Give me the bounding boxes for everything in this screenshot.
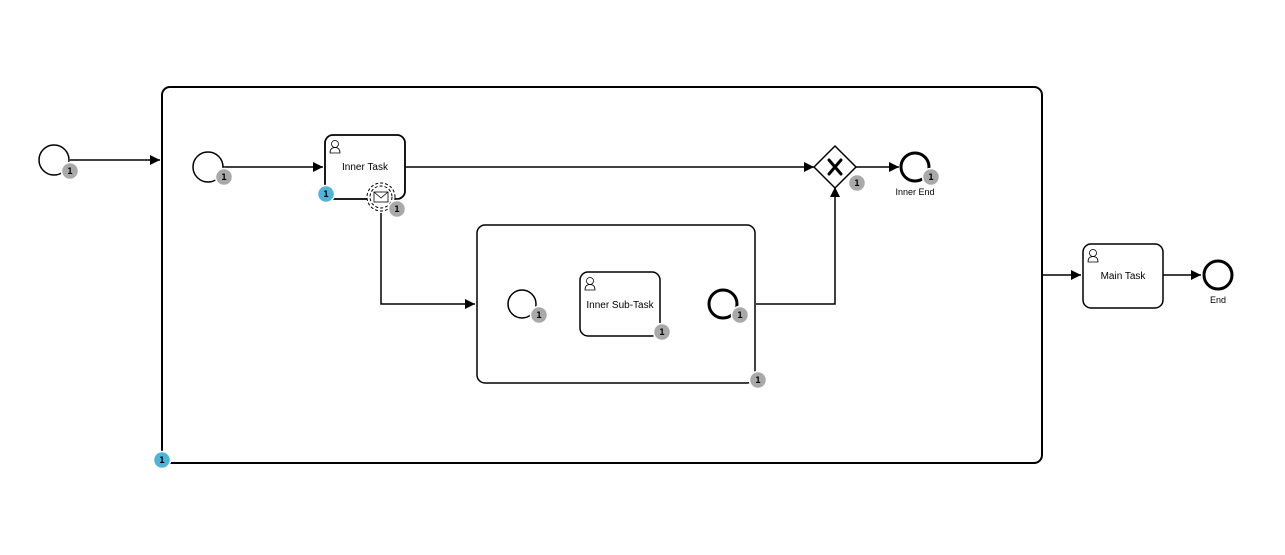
svg-text:1: 1 bbox=[536, 311, 541, 321]
envelope-icon bbox=[373, 191, 389, 203]
badge-inner-sub-task: 1 bbox=[652, 322, 672, 342]
inner-sub-task-label: Inner Sub-Task bbox=[586, 300, 654, 311]
sub-end-event[interactable] bbox=[707, 288, 739, 320]
badge-inner-end-event: 1 bbox=[921, 167, 941, 187]
svg-text:1: 1 bbox=[159, 456, 164, 466]
svg-text:1: 1 bbox=[67, 167, 72, 177]
badge-sub-process: 1 bbox=[748, 370, 768, 390]
inner-sub-task[interactable]: Inner Sub-Task bbox=[579, 271, 661, 337]
badge-inner-start-event: 1 bbox=[214, 167, 234, 187]
message-boundary-event[interactable] bbox=[366, 182, 396, 212]
svg-text:1: 1 bbox=[323, 190, 328, 200]
svg-text:1: 1 bbox=[737, 311, 742, 321]
svg-text:1: 1 bbox=[928, 173, 933, 183]
sequence-flows bbox=[70, 155, 1201, 309]
main-task[interactable]: Main Task bbox=[1082, 243, 1164, 309]
svg-text:1: 1 bbox=[755, 376, 760, 386]
inner-end-label: Inner End bbox=[895, 187, 934, 197]
badge-sub-start-event: 1 bbox=[529, 305, 549, 325]
main-task-label: Main Task bbox=[1101, 271, 1147, 282]
user-icon bbox=[329, 140, 341, 154]
sub-start-event[interactable] bbox=[507, 289, 537, 319]
user-icon bbox=[1087, 249, 1099, 263]
flow-sub-process-to-gateway[interactable] bbox=[756, 187, 840, 305]
inner-end-event[interactable] bbox=[899, 151, 931, 183]
badge-message-boundary-event: 1 bbox=[387, 199, 407, 219]
user-icon bbox=[584, 277, 596, 291]
exclusive-gateway[interactable] bbox=[812, 144, 858, 190]
end-event[interactable] bbox=[1202, 259, 1234, 291]
svg-text:1: 1 bbox=[659, 328, 664, 338]
svg-text:1: 1 bbox=[221, 173, 226, 183]
inner-task[interactable]: Inner Task bbox=[324, 134, 406, 200]
badge-outer-subprocess-active: 1 bbox=[152, 450, 172, 470]
badge-gateway: 1 bbox=[847, 173, 867, 193]
end-label: End bbox=[1210, 295, 1226, 305]
flow-boundary-to-sub-process[interactable] bbox=[380, 213, 475, 309]
badge-inner-task-active: 1 bbox=[316, 184, 336, 204]
token-badges: 1 1 1 1 1 1 1 1 bbox=[60, 161, 941, 470]
x-icon bbox=[827, 158, 843, 176]
svg-text:1: 1 bbox=[854, 179, 859, 189]
inner-task-label: Inner Task bbox=[342, 162, 389, 173]
badge-sub-end-event: 1 bbox=[730, 305, 750, 325]
svg-text:1: 1 bbox=[394, 205, 399, 215]
badge-start-event: 1 bbox=[60, 161, 80, 181]
